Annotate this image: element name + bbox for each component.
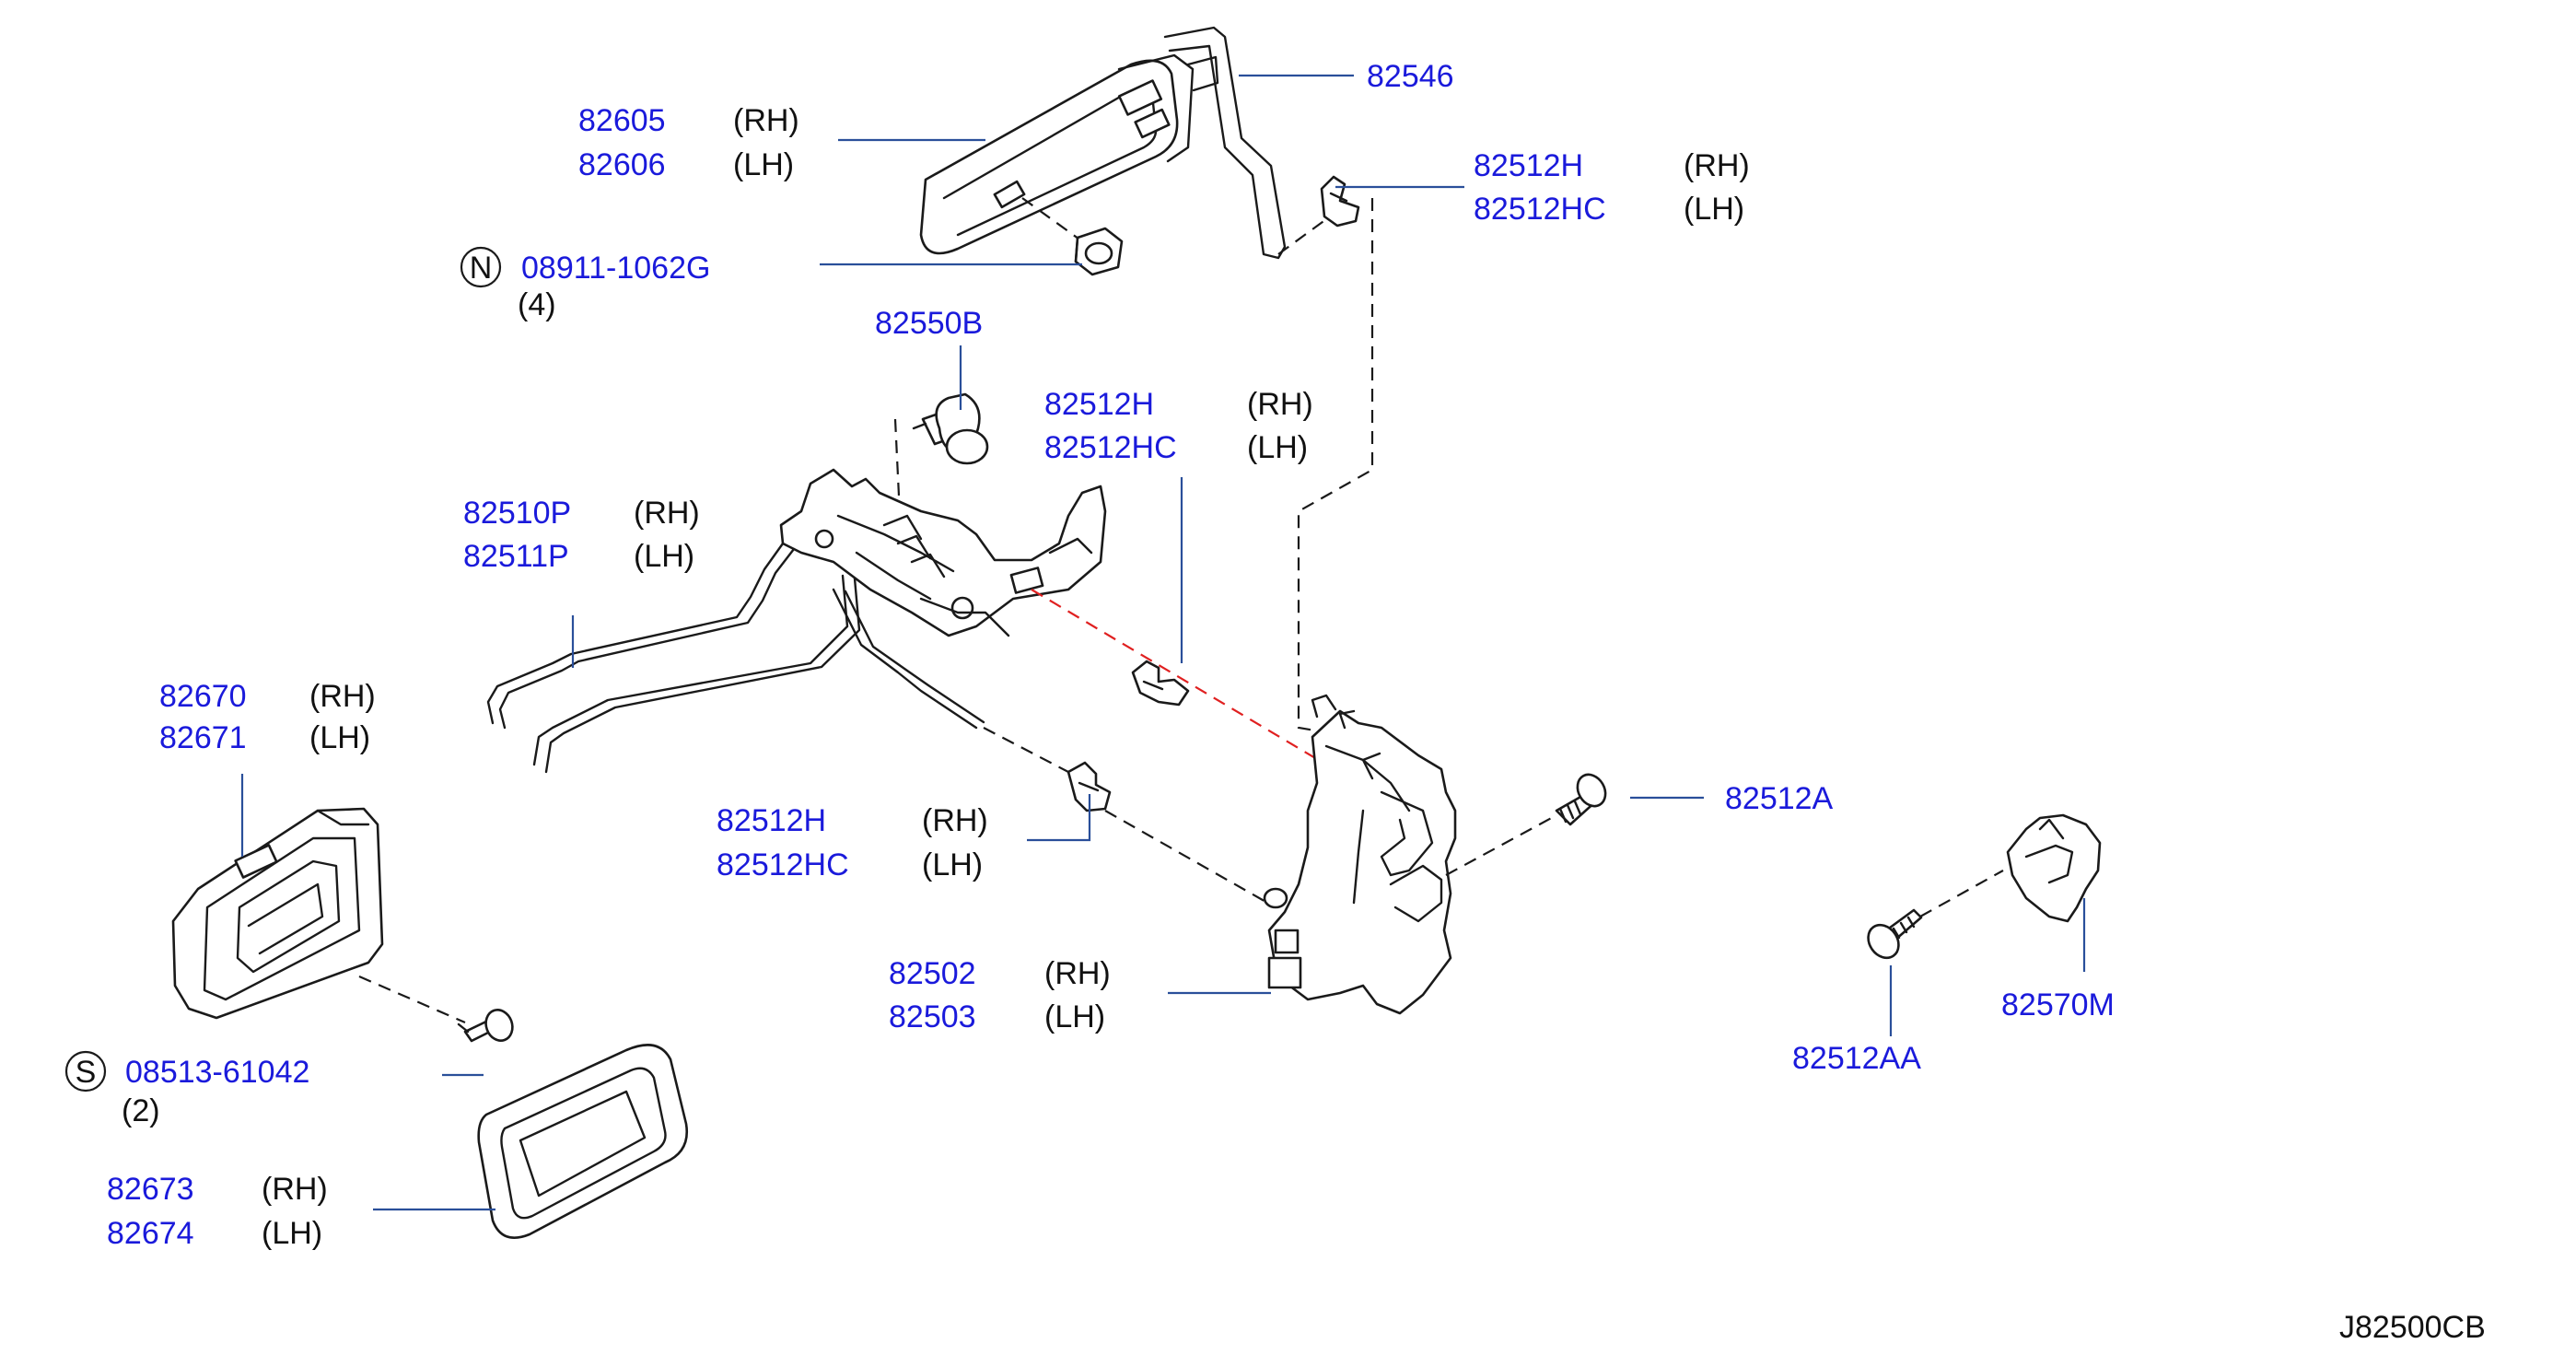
rod-clip-low-drawing — [1067, 761, 1112, 812]
striker-drawing — [2006, 813, 2102, 923]
part-number[interactable]: 82673 — [107, 1172, 194, 1207]
part-number[interactable]: 82674 — [107, 1216, 194, 1251]
callout-door-lock: 82502 (RH) 82503 (LH) — [889, 956, 1111, 1034]
side-label: (LH) — [1684, 192, 1744, 227]
prefix-letter: N — [470, 251, 493, 286]
screw-82512AA-drawing — [1867, 908, 1923, 960]
side-label: (RH) — [1684, 148, 1750, 183]
part-number[interactable]: 82512HC — [717, 847, 849, 882]
callout-nut: N 08911-1062G (4) — [460, 246, 710, 322]
escutcheon-drawing — [477, 1044, 689, 1239]
part-number[interactable]: 08911-1062G — [521, 251, 710, 286]
side-label: (RH) — [262, 1172, 328, 1207]
callout-screw-82512AA: 82512AA — [1792, 1041, 1921, 1076]
callout-rod-clip-mid: 82512H (RH) 82512HC (LH) — [1044, 387, 1313, 465]
cables-drawing — [486, 542, 1010, 774]
part-number[interactable]: 82512H — [1044, 387, 1154, 422]
outside-handle-drawing — [919, 53, 1219, 255]
diagram-code: J82500CB — [2339, 1310, 2486, 1345]
part-number[interactable]: 82510P — [463, 496, 571, 531]
part-number[interactable]: 82512A — [1725, 781, 1834, 816]
part-number[interactable]: 82570M — [2001, 987, 2115, 1022]
callout-rod-clip-top: 82512H (RH) 82512HC (LH) — [1474, 148, 1750, 227]
side-label: (RH) — [1044, 956, 1111, 991]
side-label: (LH) — [262, 1216, 322, 1251]
part-number[interactable]: 82670 — [159, 679, 247, 714]
quantity-label: (4) — [518, 287, 556, 322]
part-number[interactable]: 82512HC — [1474, 192, 1606, 227]
callout-striker: 82570M — [2001, 987, 2115, 1022]
leader-lines — [240, 74, 2086, 1211]
part-number[interactable]: 82503 — [889, 999, 976, 1034]
inside-handle-drawing — [171, 807, 384, 1020]
callout-bolt: 82550B — [875, 306, 983, 341]
side-label: (LH) — [634, 539, 694, 574]
quantity-label: (2) — [122, 1093, 160, 1128]
side-label: (RH) — [309, 679, 376, 714]
side-label: (LH) — [922, 847, 983, 882]
part-number[interactable]: 82550B — [875, 306, 983, 341]
part-number[interactable]: 82512AA — [1792, 1041, 1921, 1076]
part-number[interactable]: 08513-61042 — [125, 1055, 309, 1090]
part-number[interactable]: 82512H — [717, 803, 826, 838]
side-label: (LH) — [309, 720, 370, 755]
side-label: (LH) — [1247, 430, 1308, 465]
prefix-letter: S — [76, 1055, 97, 1090]
door-lock-drawing — [1263, 694, 1457, 1015]
part-number[interactable]: 82605 — [578, 103, 666, 138]
rod-clip-mid-drawing — [1131, 660, 1190, 707]
part-number[interactable]: 82512HC — [1044, 430, 1177, 465]
callout-outside-handle: 82605 (RH) 82606 (LH) — [578, 103, 799, 182]
screw-82512A-drawing — [1555, 773, 1607, 826]
s-prefix-circle — [64, 1050, 107, 1092]
n-prefix-circle — [460, 246, 502, 288]
callout-inside-handle: 82670 (RH) 82671 (LH) — [159, 679, 376, 755]
side-label: (RH) — [1247, 387, 1313, 422]
callout-rod-clip-low: 82512H (RH) 82512HC (LH) — [717, 803, 988, 882]
callout-screw-08513: S 08513-61042 (2) — [64, 1050, 309, 1128]
part-number[interactable]: 82512H — [1474, 148, 1583, 183]
nut-drawing — [1074, 227, 1124, 276]
callout-actuator: 82510P (RH) 82511P (LH) — [463, 496, 700, 574]
actuator-bracket-drawing — [779, 468, 1107, 637]
side-label: (RH) — [733, 103, 799, 138]
callout-screw-82512A: 82512A — [1725, 781, 1834, 816]
side-label: (LH) — [733, 147, 794, 182]
callout-escutcheon: 82673 (RH) 82674 (LH) — [107, 1172, 328, 1251]
part-number[interactable]: 82671 — [159, 720, 247, 755]
part-number[interactable]: 82606 — [578, 147, 666, 182]
callout-rod: 82546 — [1367, 59, 1454, 94]
side-label: (RH) — [922, 803, 988, 838]
rod-clip-top-drawing — [1320, 175, 1360, 228]
screw-08513-drawing — [457, 1009, 514, 1043]
side-label: (RH) — [634, 496, 700, 531]
part-number[interactable]: 82502 — [889, 956, 976, 991]
part-number[interactable]: 82511P — [463, 539, 569, 574]
part-number[interactable]: 82546 — [1367, 59, 1454, 94]
bolt-drawing — [912, 392, 989, 465]
side-label: (LH) — [1044, 999, 1105, 1034]
